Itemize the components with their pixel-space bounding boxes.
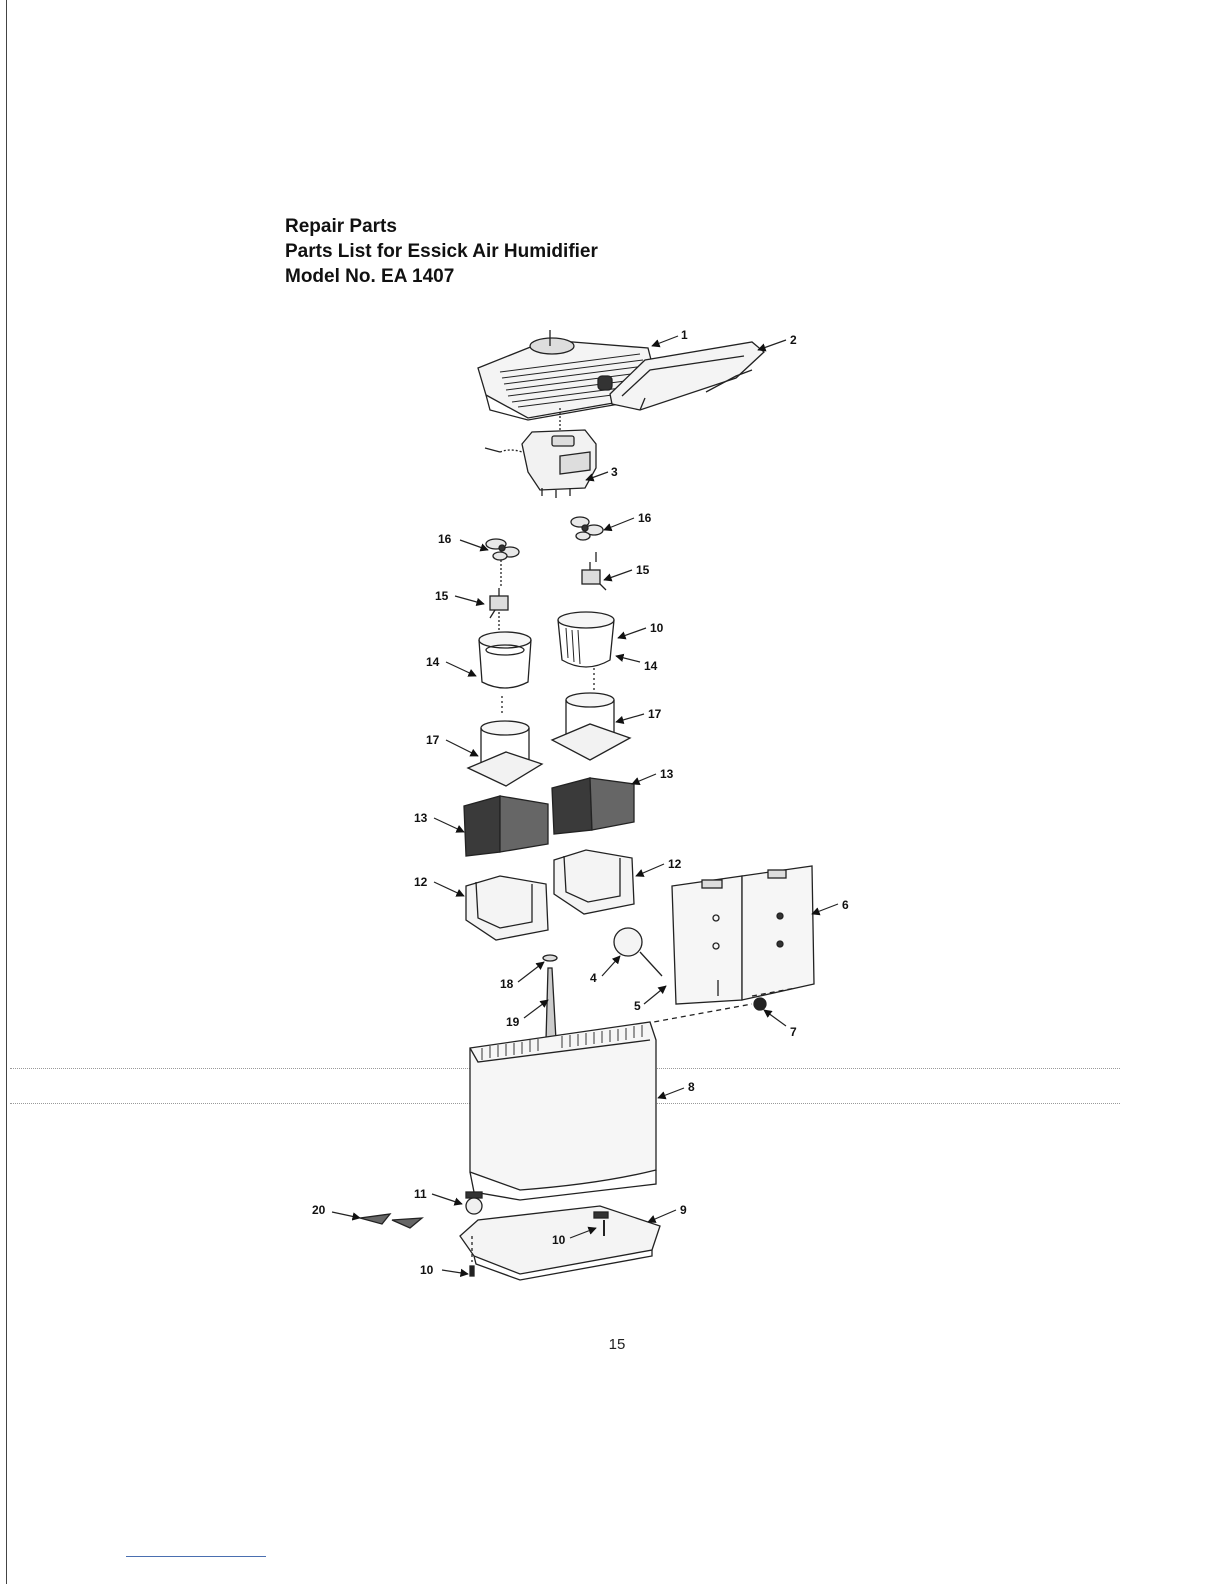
callout-label: 1: [681, 328, 688, 342]
filter-right-part: [552, 778, 634, 834]
callout-label: 6: [842, 898, 849, 912]
frame-left-part: [468, 696, 542, 786]
control-unit-part: [485, 430, 596, 498]
callout-label: 15: [636, 563, 650, 577]
front-panel-part: [672, 866, 814, 1004]
callout-label: 19: [506, 1015, 520, 1029]
motor-right-part: [582, 552, 606, 590]
callout-label: 2: [790, 333, 797, 347]
callout-label: 10: [650, 621, 664, 635]
callout-label: 3: [611, 465, 618, 479]
callout-label: 14: [644, 659, 658, 673]
callout-label: 17: [648, 707, 662, 721]
callout-label: 17: [426, 733, 440, 747]
callout-label: 18: [500, 977, 514, 991]
callout-label: 16: [438, 532, 452, 546]
callout-label: 7: [790, 1025, 797, 1039]
page-number: 15: [600, 1336, 634, 1353]
fan-left-part: [486, 539, 519, 560]
callout-label: 13: [414, 811, 428, 825]
feet-part: [360, 1214, 422, 1228]
float-part: [614, 928, 662, 976]
knob-part: [754, 998, 766, 1010]
cup-right-part: [558, 612, 614, 690]
tray-left-part: [466, 876, 548, 940]
motor-left-part: [490, 560, 508, 618]
callout-label: 13: [660, 767, 674, 781]
cup-left-part: [479, 612, 531, 688]
water-tank-part: [470, 1022, 656, 1200]
callout-label: 15: [435, 589, 449, 603]
callout-label: 4: [590, 971, 597, 985]
callout-label: 20: [312, 1203, 326, 1217]
callout-label: 16: [638, 511, 652, 525]
callout-label: 10: [420, 1263, 434, 1277]
callout-label: 12: [668, 857, 682, 871]
callout-label: 12: [414, 875, 428, 889]
fan-right-part: [571, 517, 603, 540]
frame-right-part: [552, 693, 630, 760]
filter-left-part: [464, 796, 548, 856]
caster-part: [466, 1192, 482, 1214]
callout-label: 14: [426, 655, 440, 669]
callout-label: 9: [680, 1203, 687, 1217]
callout-label: 11: [414, 1187, 427, 1201]
callout-label: 5: [634, 999, 641, 1013]
footer-rule: [126, 1556, 266, 1557]
tray-right-part: [554, 850, 634, 914]
callout-label: 10: [552, 1233, 566, 1247]
callout-label: 8: [688, 1080, 695, 1094]
